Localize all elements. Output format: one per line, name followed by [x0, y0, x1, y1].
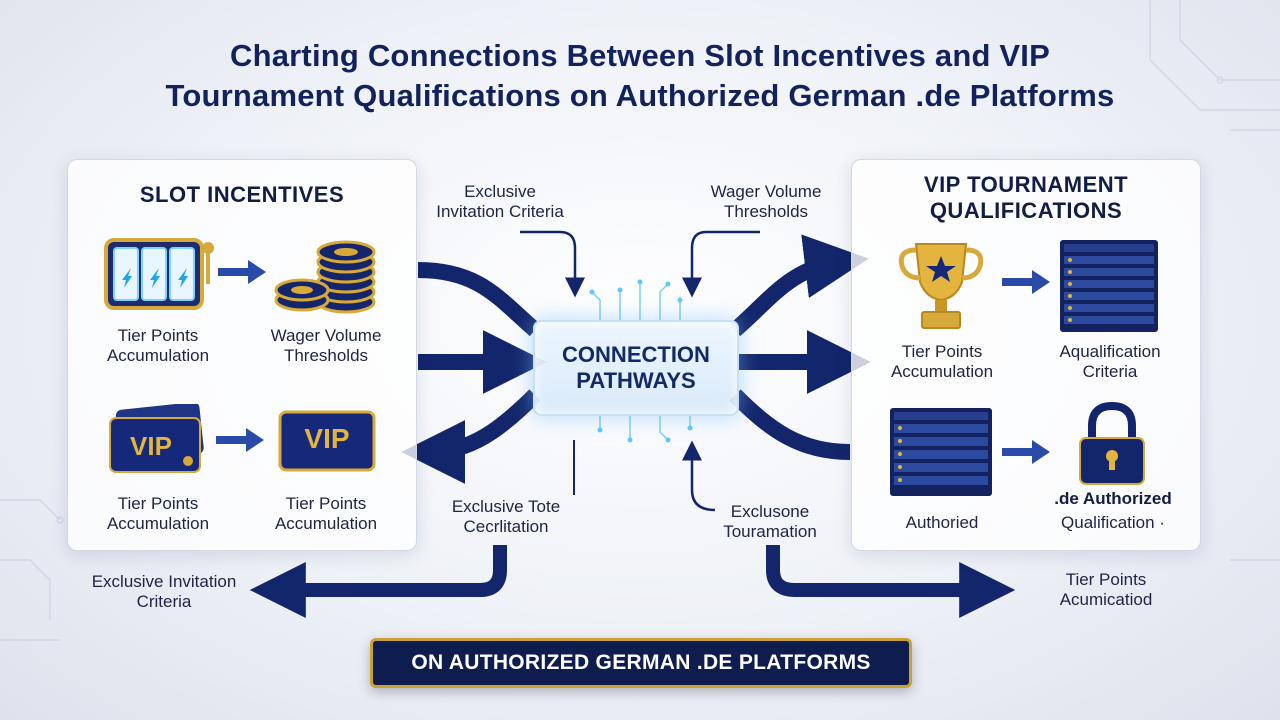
vip-tournament-heading: VIP TOURNAMENT QUALIFICATIONS [923, 172, 1129, 223]
slot-machine-icon [104, 238, 214, 310]
padlock-icon [1079, 402, 1145, 485]
arrow-right-icon [216, 428, 264, 452]
arrow-return-right [766, 545, 1016, 618]
arrow-left-bottom [401, 389, 541, 484]
circuit-lines-decoration [0, 0, 1280, 641]
arrow-left-top [417, 262, 541, 337]
trophy-icon [898, 243, 984, 329]
label-qualification: Qualification · [1061, 513, 1165, 532]
casino-chips-icon [274, 240, 376, 314]
pointer-top-right [682, 230, 760, 298]
leaderboard-icon [1060, 240, 1158, 332]
arrow-right-icon [1002, 440, 1050, 464]
hub-circuit-glow [591, 282, 691, 441]
arrow-right-icon [1002, 270, 1050, 294]
vip-card-text: VIP [130, 431, 172, 461]
arrow-right-icon [218, 260, 266, 284]
leaderboard-icon [890, 408, 992, 496]
diagram-title: Charting Connections Between Slot Incent… [0, 36, 1280, 116]
arrow-return-left [249, 545, 507, 618]
title-line-1: Charting Connections Between Slot Incent… [230, 38, 1050, 73]
authorized-platforms-banner: ON AUTHORIZED GERMAN .DE PLATFORMS [370, 638, 912, 688]
title-line-2: Tournament Qualifications on Authorized … [165, 78, 1115, 113]
vip-tournament-panel: VIP TOURNAMENT QUALIFICATIONS Tier Point… [851, 159, 1201, 551]
vip-card-text: VIP [304, 423, 350, 454]
arrow-right-bottom [729, 389, 851, 460]
arrow-right-top [729, 234, 869, 337]
vip-card-icon: VIP [108, 402, 204, 474]
connection-pathways-hub: CONNECTION PATHWAYS [533, 320, 739, 416]
slot-incentives-heading: SLOT INCENTIVES [139, 182, 345, 207]
label-authoried: Authoried [905, 513, 979, 532]
pointer-bottom-right [682, 440, 716, 512]
de-authorized-overlay: .de Authorized [1054, 489, 1172, 508]
pointer-top-left [520, 230, 585, 298]
hub-label: CONNECTION PATHWAYS [562, 342, 710, 393]
vip-card-glow-icon: VIP [278, 410, 376, 472]
